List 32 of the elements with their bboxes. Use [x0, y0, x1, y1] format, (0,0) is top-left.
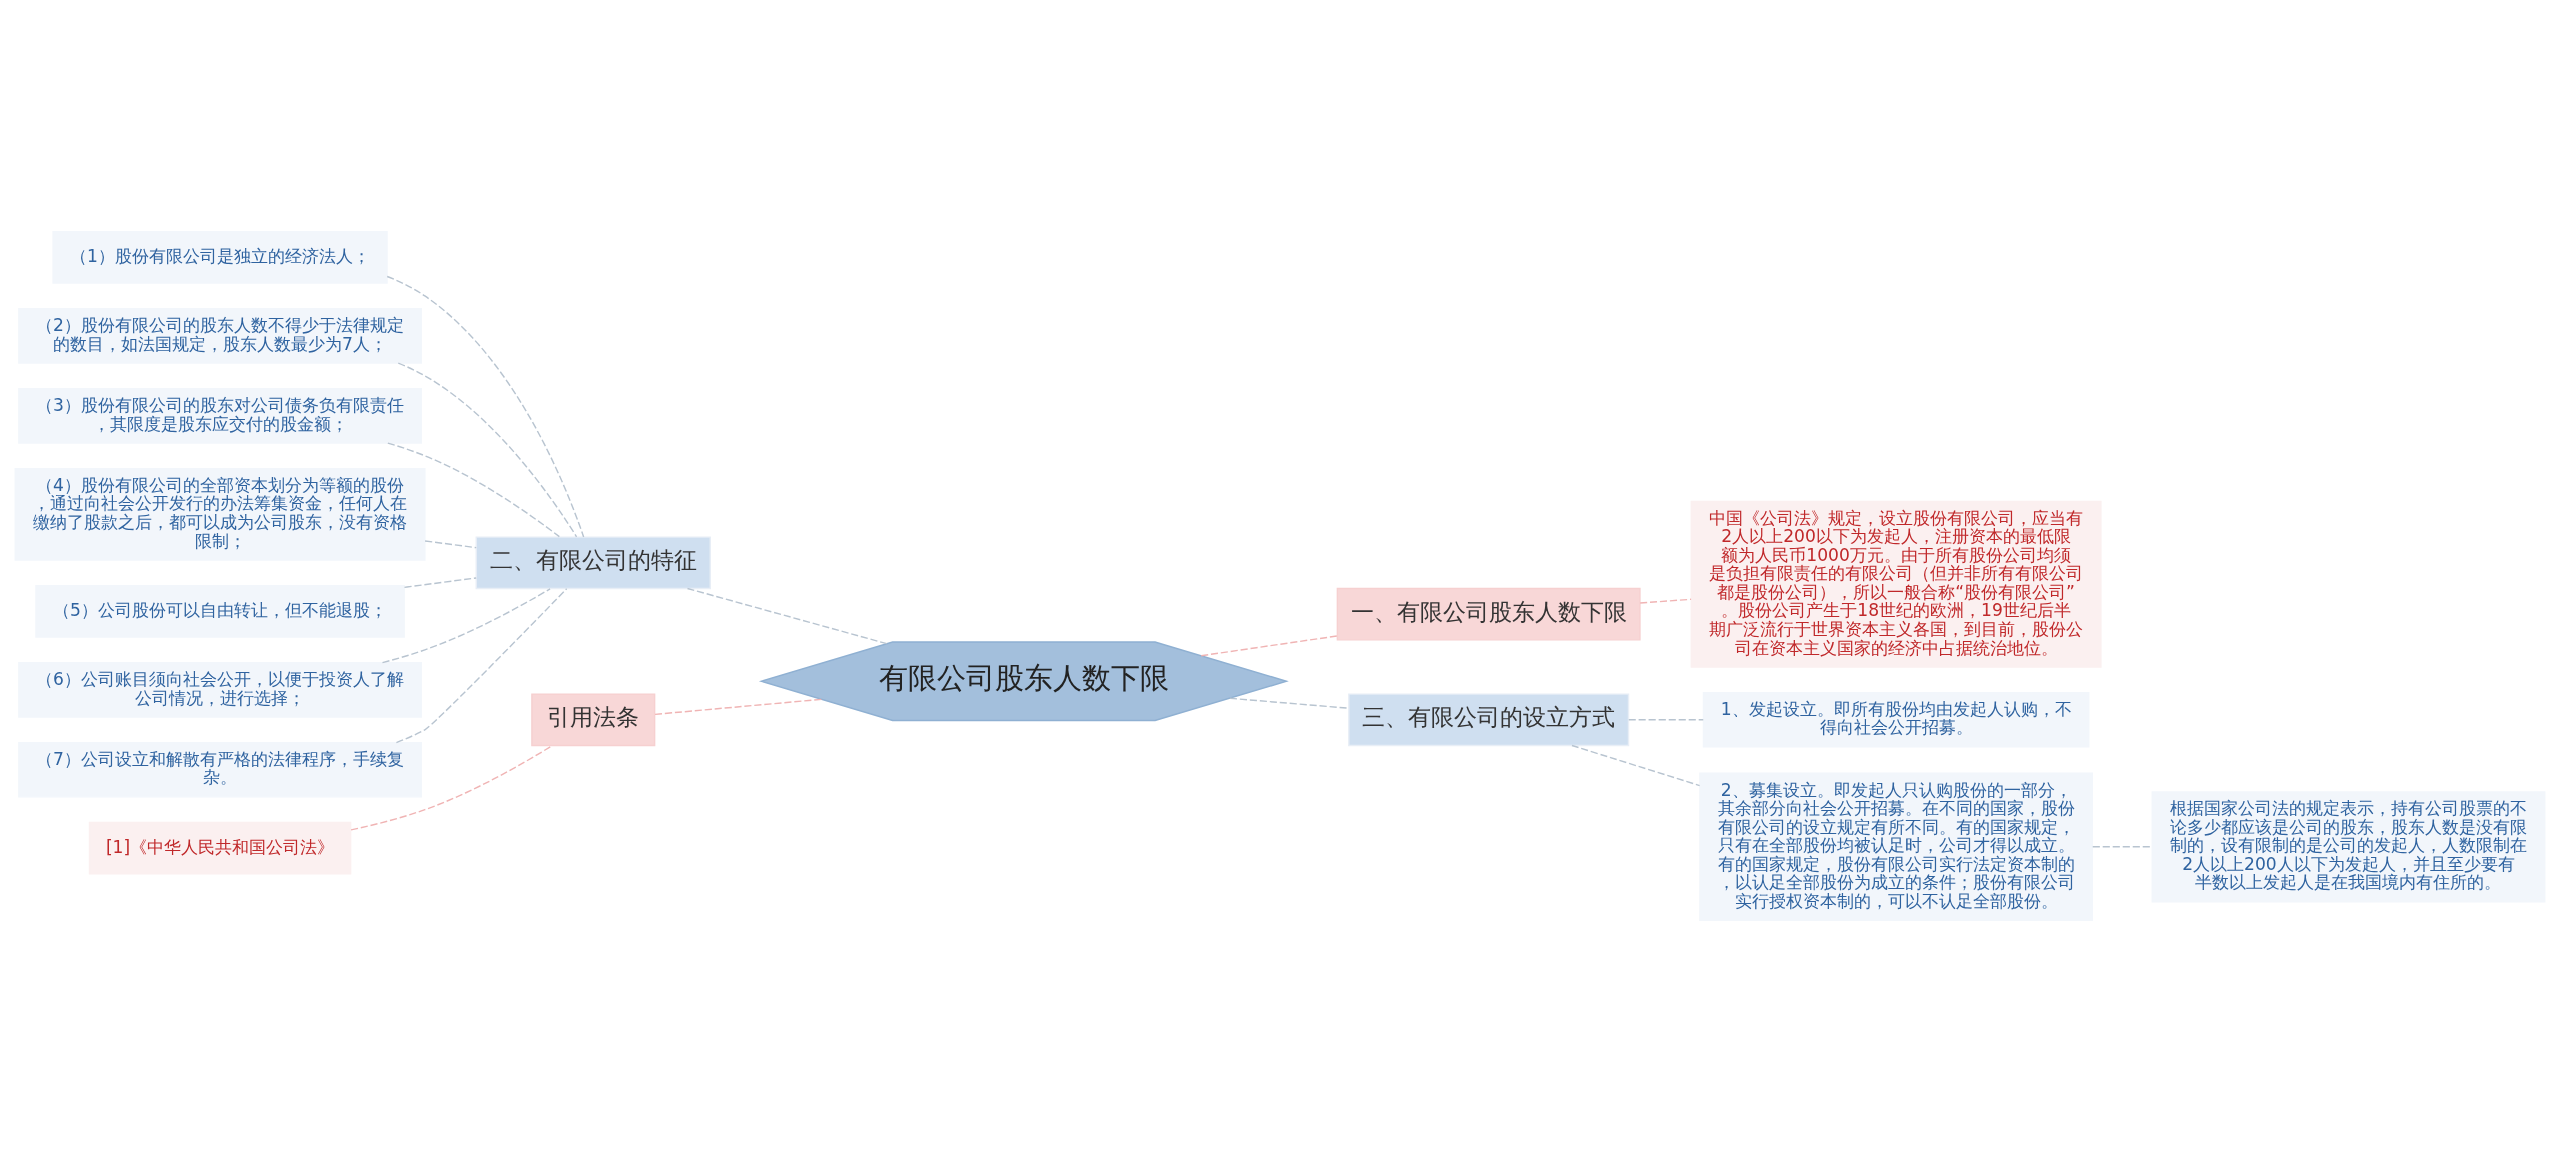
connector — [686, 587, 888, 644]
connector — [424, 539, 477, 548]
connector — [1571, 744, 1701, 786]
node-box: （2）股份有限公司的股东人数不得少于法律规定的数目，如法国规定，股东人数最少为7人； — [18, 307, 422, 364]
node-box: 二、有限公司的特征 — [475, 535, 711, 589]
connector — [1639, 598, 1692, 604]
node-box: （5）公司股份可以自由转让，但不能退股； — [35, 584, 405, 638]
connector — [350, 744, 553, 831]
node-box: [1]《中华人民共和国公司法》 — [88, 821, 352, 875]
connector — [1628, 718, 1704, 720]
node-box: （4）股份有限公司的全部资本划分为等额的股份，通过向社会公开发行的办法筹集资金，任何人在缴纳了股款之后，都可以成为公司股东，没有资格限制； — [14, 467, 426, 561]
connector — [1229, 697, 1350, 709]
node-box: 三、有限公司的设立方式 — [1348, 692, 1630, 746]
node-box: 根据国家公司法的规定表示，持有公司股票的不论多少都应该是公司的股东，股东人数是没有限制的，设有限制的是公司的发起人，人数限制在2人以上200人以下为发起人，并且至少要有半数以上发起人是在我国境内有住所的。 — [2151, 790, 2546, 902]
node-box: （3）股份有限公司的股东对公司债务负有限责任，其限度是股东应交付的股金额； — [18, 387, 422, 444]
node-box: 一、有限公司股东人数下限 — [1336, 587, 1641, 641]
connector — [386, 275, 585, 538]
connector — [395, 587, 568, 743]
connector — [2092, 845, 2153, 847]
connector — [397, 361, 578, 538]
node-box: （7）公司设立和解散有严格的法律程序，手续复杂。 — [18, 741, 422, 798]
node-box: 2、募集设立。即发起人只认购股份的一部分，其余部分向社会公开招募。在不同的国家，股份有限公司的设立规定有所不同。有的国家规定，只有在全部股份均被认足时，公司才得以成立。有的国家规定，股份有限公司实行法定资本制的，以认足全部股份为成立的条件；股份有限公司实行授权资本制的，可以不认足全部股份。 — [1699, 772, 2094, 921]
node-box: （1）股份有限公司是独立的经济法人； — [52, 230, 388, 284]
node-box: 引用法条 — [531, 692, 656, 746]
connector — [387, 441, 561, 537]
connector — [403, 576, 477, 588]
node-box: （6）公司账目须向社会公开，以便于投资人了解公司情况，进行选择； — [18, 661, 422, 718]
connector — [1200, 634, 1339, 656]
node-box: 中国《公司法》规定，设立股份有限公司，应当有2人以上200以下为发起人，注册资本的最低限额为人民币1000万元。由于所有股份公司均须是负担有限责任的有限公司（但并非所有有限公司都是股份公司），所以一般合称“股份有限公司”。股份公司产生于18世纪的欧洲，19世纪后半期广泛流行于世界资本主义各国，到目前，股份公司在资本主义国家的经济中占据统治地位。 — [1690, 500, 2102, 668]
connector — [654, 698, 823, 715]
connector — [381, 587, 551, 663]
node-box: 1、发起设立。即所有股份均由发起人认购，不得向社会公开招募。 — [1702, 691, 2090, 748]
